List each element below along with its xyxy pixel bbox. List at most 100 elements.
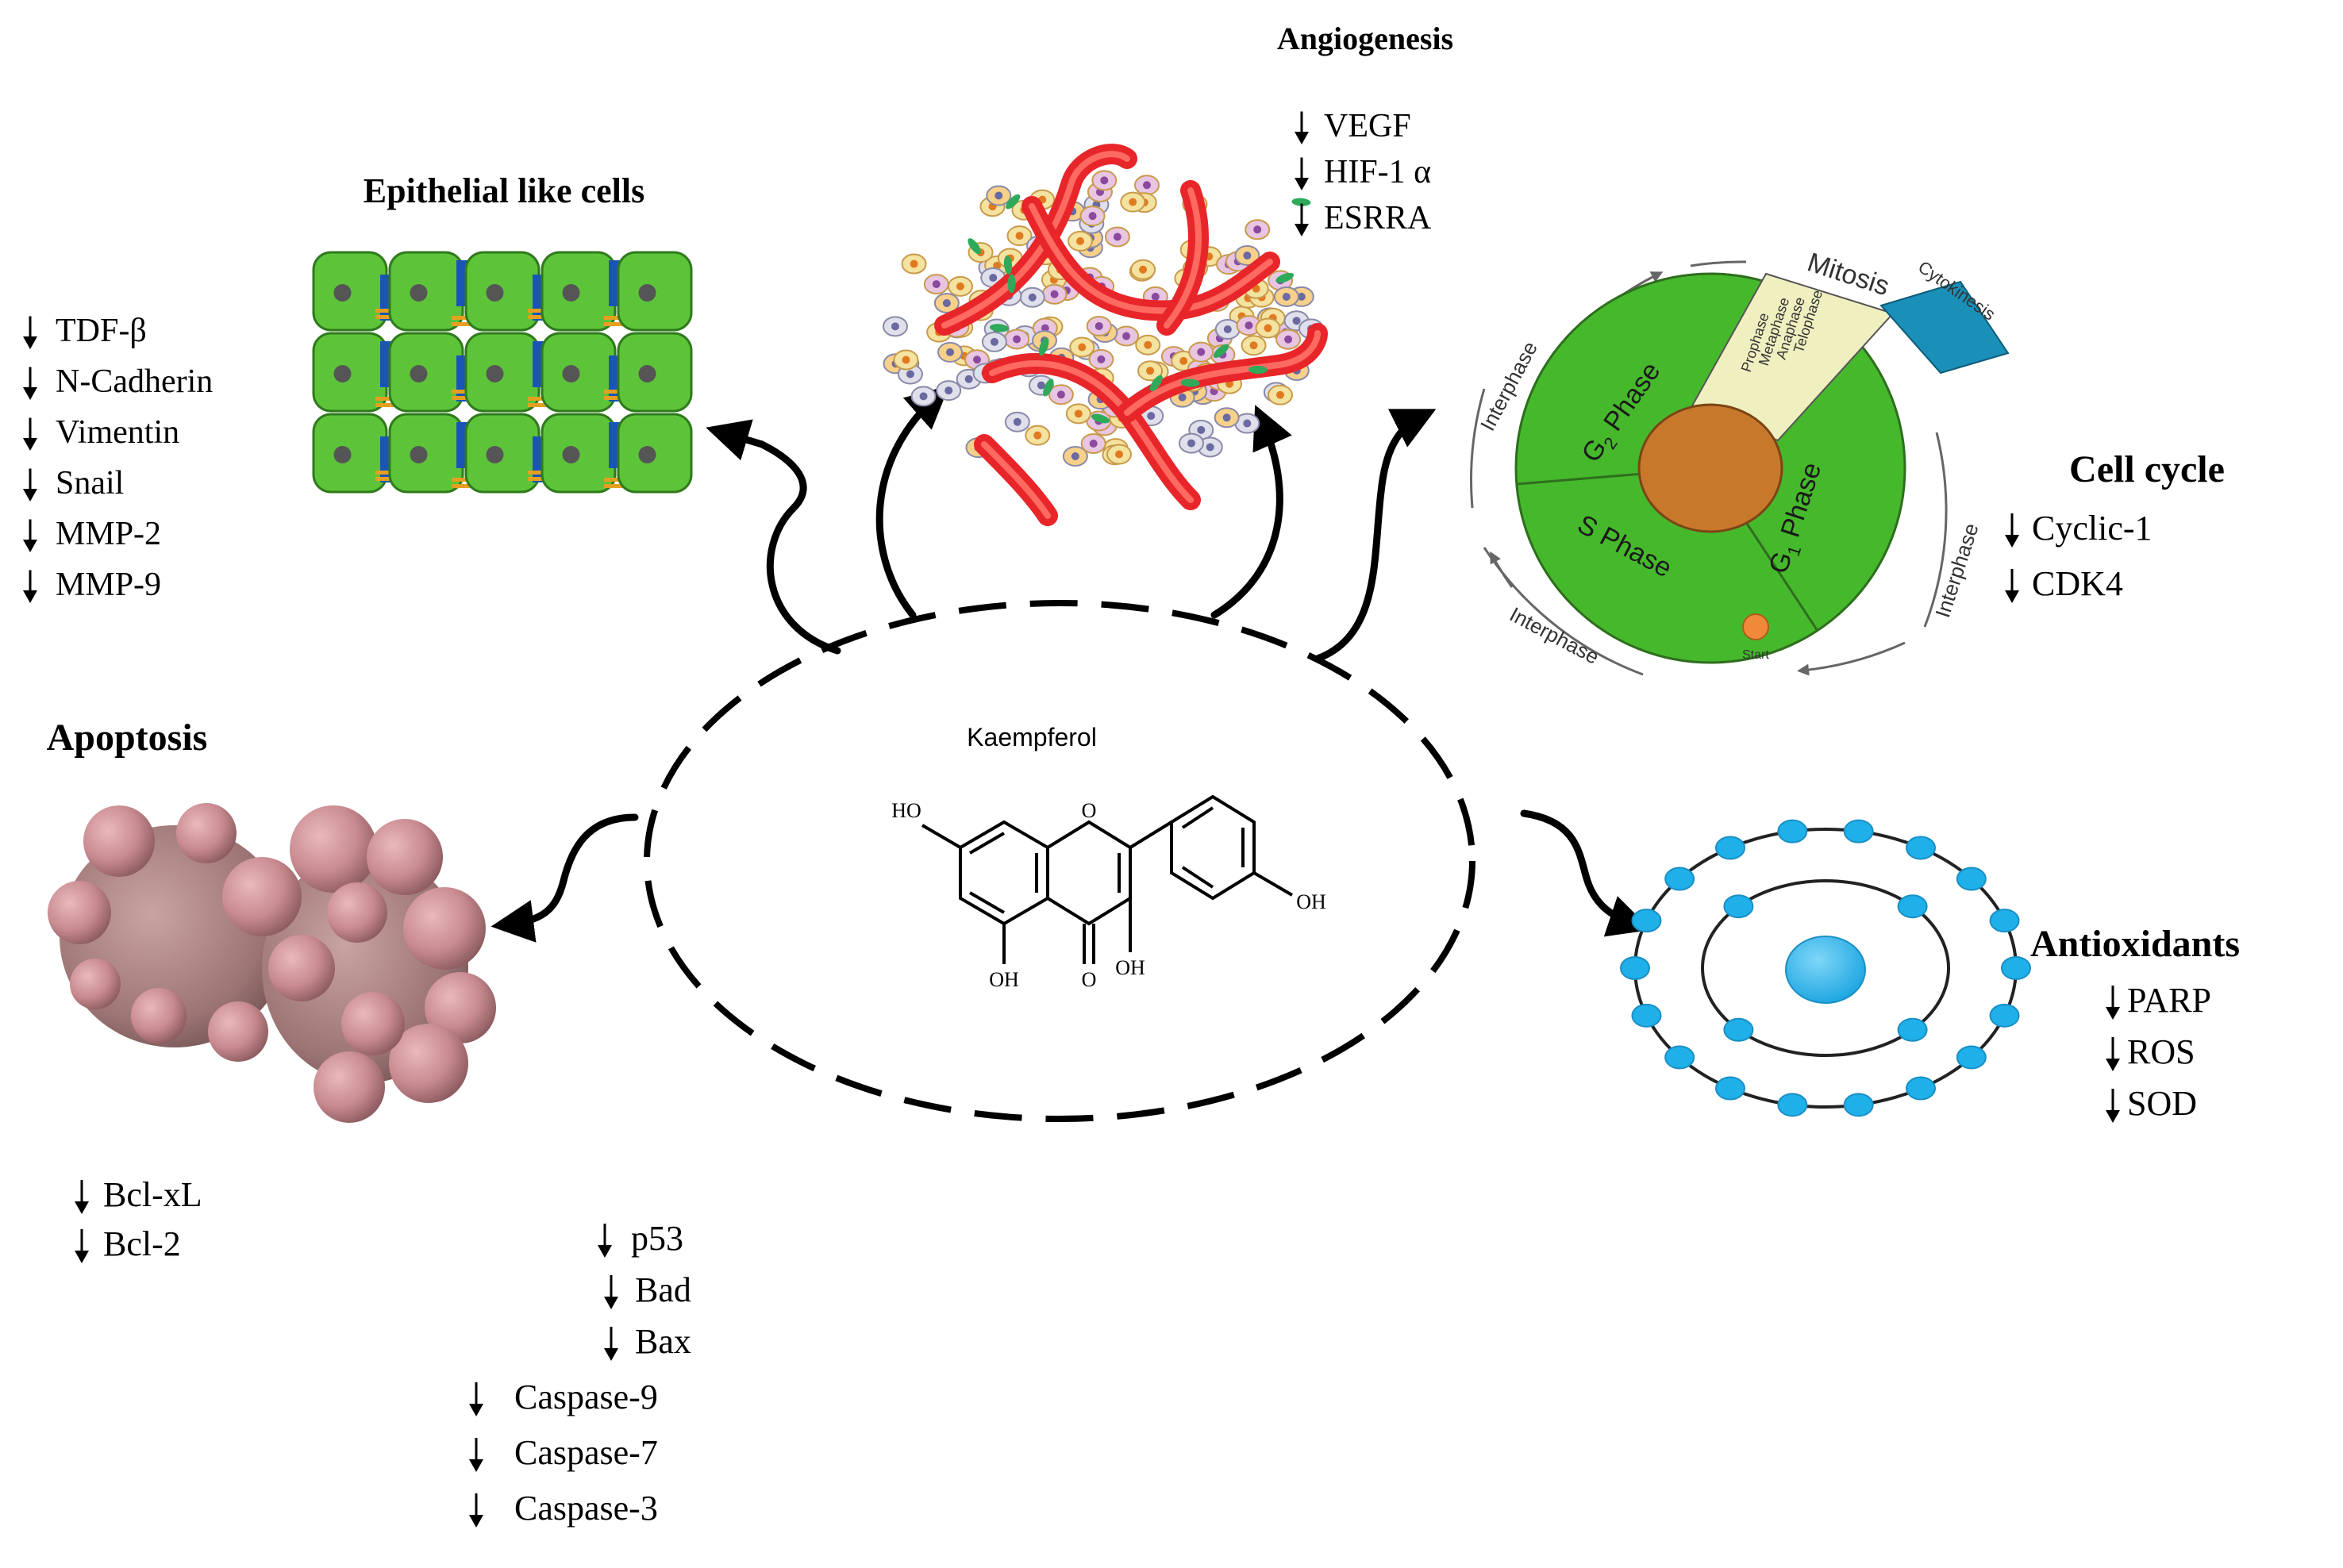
electron <box>1664 867 1695 891</box>
electron <box>1989 1003 2020 1028</box>
down-arrow-icon <box>23 417 37 451</box>
angiogenesis-label: HIF-1 α <box>1324 154 1431 190</box>
dashed-ellipse <box>644 600 1475 1122</box>
apoptotic-bleb <box>208 1001 268 1062</box>
apoptosis-item: Bax <box>604 1322 691 1361</box>
epithelial-cells-illustration <box>312 251 693 494</box>
cell-nucleus <box>486 365 504 382</box>
angiogenesis-title: Angiogenesis <box>1277 21 1453 56</box>
apoptosis-items-left: Bcl-xL Bcl-2 <box>75 1175 202 1263</box>
epithelial-item: Snail <box>23 465 124 502</box>
cell-cycle-diagram: Mitosis Cytokinesis Interphase Interphas… <box>1470 247 2010 676</box>
down-arrow-icon <box>23 519 37 552</box>
epithelial-item: Vimentin <box>23 414 179 451</box>
atom-carbonyl-o: O <box>1082 968 1097 991</box>
down-arrow-icon <box>469 1493 483 1528</box>
electron <box>1897 894 1928 919</box>
atom-illustration <box>1620 819 2031 1117</box>
apoptotic-bleb <box>425 972 496 1043</box>
apoptosis-item: Caspase-7 <box>469 1433 658 1472</box>
apoptosis-item: Caspase-3 <box>469 1489 658 1528</box>
down-arrow-icon <box>2005 569 2019 603</box>
apoptosis-label: Bax <box>635 1322 691 1361</box>
down-arrow-icon <box>2106 986 2120 1020</box>
electron <box>1897 1017 1928 1042</box>
down-arrow-icon <box>604 1275 618 1309</box>
apoptotic-cell-illustration <box>48 803 496 1123</box>
cell-cycle-title: Cell cycle <box>2069 448 2225 490</box>
down-arrow-icon <box>23 316 37 349</box>
epithelial-label: N-Cadherin <box>56 363 213 400</box>
cell-cycle-item: Cyclic-1 <box>2005 509 2153 548</box>
angiogenesis-label: VEGF <box>1324 108 1411 144</box>
epithelial-item: N-Cadherin <box>23 363 213 400</box>
arrow-to-angio-right <box>1210 405 1292 619</box>
electron <box>1715 836 1745 860</box>
electron <box>1843 819 1874 844</box>
down-arrow-icon <box>75 1229 89 1263</box>
electron <box>1843 1093 1874 1117</box>
apoptotic-bleb <box>314 1051 385 1123</box>
down-arrow-icon <box>2106 1037 2120 1071</box>
down-arrow-icon <box>1295 111 1309 144</box>
start-label: Start <box>1742 648 1769 662</box>
apoptotic-bleb <box>70 959 121 1009</box>
arrow-to-epithelial <box>706 419 841 655</box>
apoptosis-item: Caspase-9 <box>469 1378 658 1416</box>
antioxidants-item: ROS <box>2106 1032 2195 1071</box>
apoptotic-bleb <box>83 805 155 877</box>
antioxidants-title: Antioxidants <box>2030 923 2240 965</box>
down-arrow-icon <box>469 1382 483 1416</box>
compound-name: Kaempferol <box>967 723 1097 751</box>
apoptosis-label: Caspase-3 <box>514 1489 658 1528</box>
down-arrow-icon <box>23 468 37 502</box>
apoptosis-label: Bad <box>635 1270 691 1309</box>
electron <box>1906 1076 1936 1101</box>
apoptosis-label: Bcl-2 <box>103 1224 181 1263</box>
cell-nucleus <box>410 284 428 302</box>
epithelial-label: TDF-β <box>56 313 147 349</box>
epithelial-label: Snail <box>56 465 124 502</box>
apoptosis-label: Bcl-xL <box>103 1175 202 1214</box>
epithelial-title: Epithelial like cells <box>364 171 644 210</box>
apoptotic-bleb <box>327 882 387 943</box>
electron <box>1989 909 2020 933</box>
down-arrow-icon <box>598 1224 612 1258</box>
down-arrow-icon <box>23 570 37 603</box>
down-arrow-icon <box>1295 203 1309 236</box>
electron <box>1664 1045 1695 1070</box>
arrow-to-apoptosis <box>491 813 639 943</box>
cell-nucleus <box>562 365 580 382</box>
interphase-label-right: Interphase <box>1930 521 1983 621</box>
apoptotic-bleb <box>403 887 486 970</box>
apoptotic-bleb <box>268 935 335 1001</box>
epithelial-item: MMP-2 <box>23 516 161 552</box>
down-arrow-icon <box>2005 513 2019 548</box>
apoptosis-item: Bad <box>604 1270 691 1309</box>
cell-nucleus <box>333 446 352 463</box>
cell-nucleus <box>486 284 504 302</box>
center-compound: Kaempferol HO O OH <box>644 600 1475 1122</box>
electron <box>1956 1045 1987 1070</box>
cell-nucleus <box>638 365 656 382</box>
apoptosis-label: p53 <box>631 1219 683 1258</box>
atom-oh-bottom-mid: OH <box>1115 956 1145 979</box>
angiogenesis-item: HIF-1 α <box>1295 154 1431 190</box>
angiogenesis-items: VEGF HIF-1 α ESRRA <box>1295 108 1432 236</box>
angiogenesis-section: Angiogenesis VEGF HIF-1 α ESRRA <box>882 21 1453 526</box>
angiogenesis-item: ESRRA <box>1295 200 1432 236</box>
cell-nucleus <box>486 446 504 463</box>
electron <box>1906 836 1936 860</box>
electron <box>1956 867 1987 891</box>
atom-oh-right: OH <box>1296 890 1326 913</box>
apoptotic-bleb <box>131 988 187 1043</box>
epithelial-item: TDF-β <box>23 313 147 349</box>
atom-oh-bottom-left: OH <box>989 968 1019 991</box>
cell-cycle-item: CDK4 <box>2005 564 2123 603</box>
epithelial-label: MMP-2 <box>56 516 161 552</box>
apoptotic-bleb <box>367 819 443 895</box>
